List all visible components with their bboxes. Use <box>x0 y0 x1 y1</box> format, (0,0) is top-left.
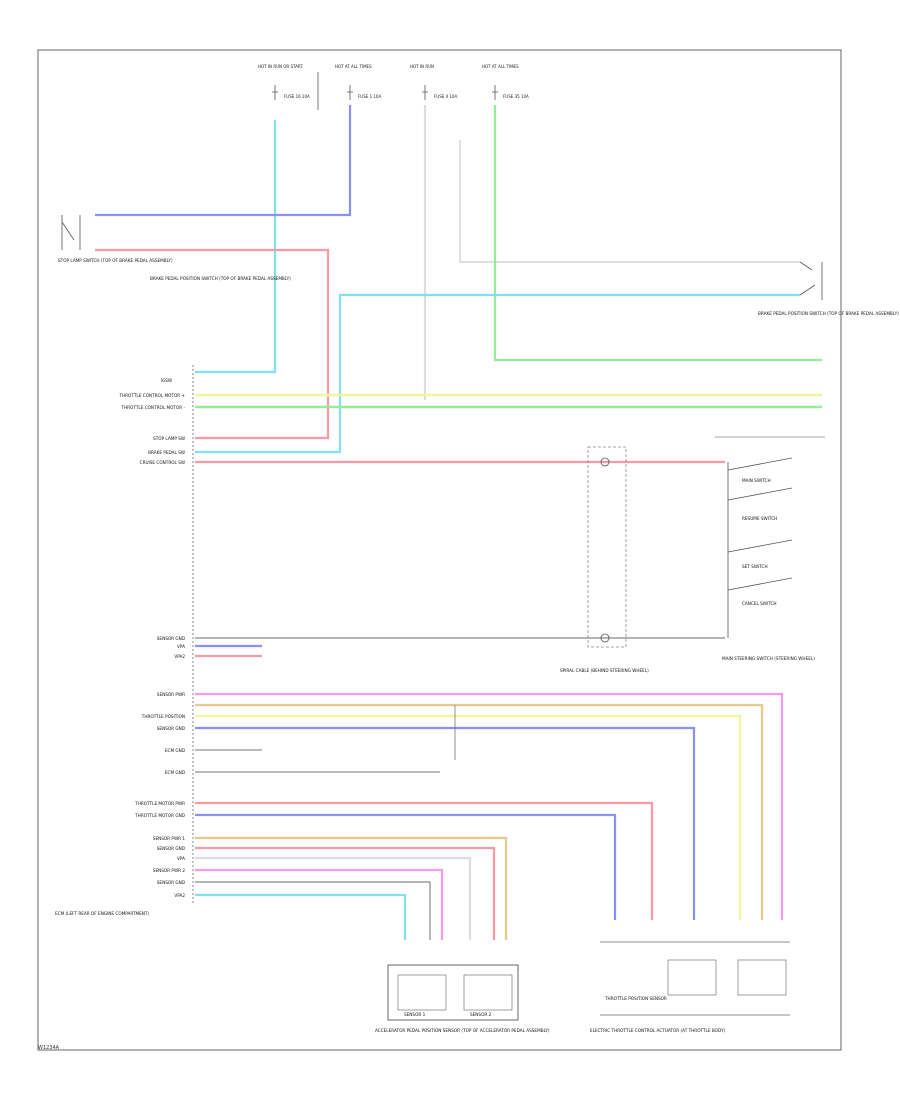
ecm-pin-motor-minus: THROTTLE CONTROL MOTOR - <box>120 405 185 410</box>
wire-org-sensor <box>195 703 764 920</box>
cruise-main-label: MAIN SWITCH <box>742 478 771 483</box>
accel-sensor-box <box>387 964 519 1021</box>
wire-red-motor <box>195 801 654 920</box>
throttle-motor-box <box>667 959 717 996</box>
diagram-border <box>37 49 842 1051</box>
throttle-actuator-label: ELECTRIC THROTTLE CONTROL ACTUATOR (AT T… <box>590 1028 725 1033</box>
ecm-pin-vpa-3: VPA <box>177 856 185 861</box>
right-switch-label: BRAKE PEDAL POSITION SWITCH (TOP OF BRAK… <box>758 311 899 316</box>
ecm-pin-ecm-gnd-2: ECM GND <box>165 770 185 775</box>
main-switch-label: MAIN STEERING SWITCH (STEERING WHEEL) <box>722 656 815 661</box>
ecm-pin-labels: IGSW THROTTLE CONTROL MOTOR + THROTTLE C… <box>118 378 185 898</box>
wire-bundle <box>95 105 822 940</box>
fuse-icon <box>347 85 353 100</box>
ecm-pin-motor-plus: THROTTLE CONTROL MOTOR + <box>118 393 185 398</box>
wire-lt-blu-brake <box>195 293 800 454</box>
wire-blu-stop-lamp <box>95 105 352 217</box>
ecm-pin-sensor-pwr-2: SENSOR PWR 2 <box>153 868 186 873</box>
sensor1-box <box>397 974 447 1011</box>
set-label: SET SWITCH <box>742 564 768 569</box>
right-switch <box>799 261 823 300</box>
stop-lamp-switch <box>61 215 81 250</box>
stop-lamp-switch-label: STOP LAMP SWITCH (TOP OF BRAKE PEDAL ASS… <box>58 258 173 263</box>
wire-pnk-sensor-pwr <box>195 692 784 920</box>
ecm-pin-sensor-gnd: SENSOR GND <box>157 636 185 641</box>
fuse-label-3: FUSE 4 10A <box>434 94 457 99</box>
header-hot-all-times-1: HOT AT ALL TIMES <box>335 64 372 69</box>
ecm-pin-motor-gnd: THROTTLE MOTOR GND <box>134 813 185 818</box>
ecm-pin-brake: BRAKE PEDAL SW <box>148 450 185 455</box>
fuse-icon <box>492 85 498 100</box>
ecm-pin-vpa: VPA <box>177 644 185 649</box>
header-hot-in-run: HOT IN RUN <box>410 64 434 69</box>
ecm-pin-sensor-gnd-3: SENSOR GND <box>157 846 185 851</box>
ecm-pin-ecm-gnd-1: ECM GND <box>165 748 185 753</box>
wire-lt-grn <box>493 105 822 362</box>
wire-blk-apps <box>195 881 431 940</box>
brake-pedal-switch-label: BRAKE PEDAL POSITION SWITCH (TOP OF BRAK… <box>150 276 291 281</box>
ecm-pin-vpa2: VPA2 <box>174 654 185 659</box>
spiral-cable-box <box>587 446 627 648</box>
wire-red-stop-lamp <box>95 248 330 440</box>
wire-red-apps <box>195 846 496 940</box>
throttle-sensor-box <box>737 959 787 996</box>
ecm-pin-cruise: CRUISE CONTROL SW <box>140 460 185 465</box>
ecm-component-label: ECM (LEFT REAR OF ENGINE COMPARTMENT) <box>55 911 149 916</box>
ecm-pin-sensor-gnd-4: SENSOR GND <box>157 880 185 885</box>
wire-lt-blu-igsw <box>195 120 277 374</box>
fuse-icons <box>272 72 498 110</box>
spiral-cable-connector-icon <box>600 457 610 467</box>
spiral-cable-label: SPIRAL CABLE (BEHIND STEERING WHEEL) <box>560 668 649 673</box>
fuse-label-4: FUSE 35 10A <box>503 94 529 99</box>
wire-org-apps <box>195 836 508 940</box>
reference-code: W1234A <box>38 1045 60 1051</box>
fuse-icon <box>272 85 278 100</box>
ecm-pin-sensor-gnd-2: SENSOR GND <box>157 726 185 731</box>
header-hot-run-start: HOT IN RUN OR START <box>258 64 303 69</box>
fuse-icon <box>422 85 428 100</box>
fuse-label-2: FUSE 1 10A <box>358 94 381 99</box>
ecm-pin-sensor-pwr: SENSOR PWR <box>157 692 185 697</box>
ecm-pin-igsw: IGSW <box>161 378 172 383</box>
wire-pnk-apps <box>195 868 444 940</box>
ecm-pin-sensor-pwr-1: SENSOR PWR 1 <box>153 836 186 841</box>
wire-yel-sensor <box>195 714 742 920</box>
spiral-cable-connector-icon <box>600 633 610 643</box>
cancel-label: CANCEL SWITCH <box>742 601 777 606</box>
sensor2-box <box>463 974 513 1011</box>
ecm-pin-motor-pwr: THROTTLE MOTOR PWR <box>134 801 185 806</box>
wire-wht-switch <box>459 140 800 263</box>
ecm-pin-stop-lamp: STOP LAMP SW <box>153 436 185 441</box>
throttle-body-label: THROTTLE POSITION SENSOR <box>604 996 667 1001</box>
ecm-pin-vpa2-2: VPA2 <box>174 893 185 898</box>
accel-sensor-label: ACCELERATOR PEDAL POSITION SENSOR (TOP O… <box>375 1028 550 1033</box>
fuse-label-1: FUSE 16 10A <box>284 94 310 99</box>
sensor1-label: SENSOR 1 <box>404 1012 426 1017</box>
wire-lt-blu-apps <box>195 893 407 940</box>
cruise-switch-contacts <box>727 457 793 591</box>
ecm-pin-throttle-pos: THROTTLE POSITION <box>141 714 185 719</box>
wire-blu-motor <box>195 813 617 920</box>
sensor2-label: SENSOR 2 <box>470 1012 492 1017</box>
header-hot-all-times-2: HOT AT ALL TIMES <box>482 64 519 69</box>
resume-label: RESUME SWITCH <box>742 516 777 521</box>
wire-blu-sensor <box>195 726 696 920</box>
wire-wht-apps <box>195 856 472 940</box>
